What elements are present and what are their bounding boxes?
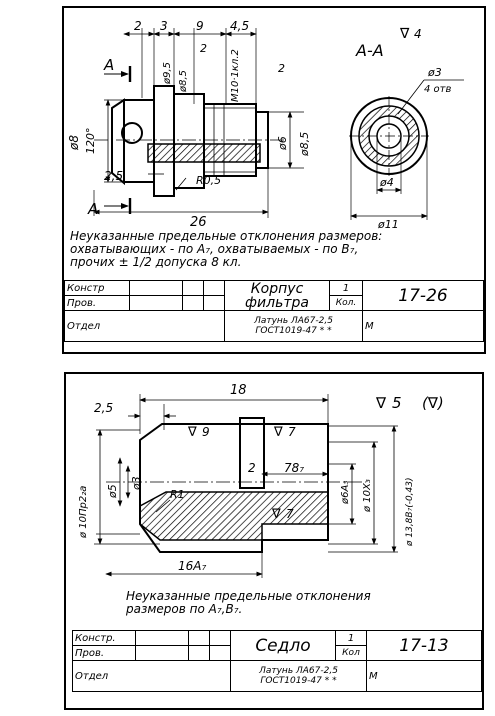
drawing-sheet-seat: 18 2,5 ∇ 9 ∇ 7 ∇ 7 ∇ 5 (∇) ø 10Пр2₂а ø5 … [64, 372, 484, 710]
dim-thread-seat: ø 10Пр2₂а [78, 486, 89, 539]
dim-26: 26 [190, 215, 207, 230]
dim-angle: 120° [84, 128, 97, 155]
note-line-2: охватывающих - по А₇, охватываемых - по … [70, 242, 359, 256]
drawing-filter-body: 2 3 9 4,5 2 2 ø9,5 ø8,5 М10·1кл.2 А А ø8… [67, 19, 464, 231]
dim-holes: 4 отв [424, 84, 451, 95]
section-hatch [147, 143, 261, 163]
dim-rough-7-bottom: 7 [286, 507, 294, 521]
prov-label-seat: Пров. [72, 645, 136, 661]
dim-phi-8-5: ø8,5 [178, 70, 189, 93]
tolerance-note: Неуказанные предельные отклонения размер… [70, 230, 382, 269]
title-block-seat: Констр. Седло 1 17-13 Пров. Кол Отдел Ла… [72, 630, 482, 692]
dim-phi-6a3: ø6А₃ [340, 481, 351, 505]
roughness-main: 5 [392, 394, 402, 412]
dim-phi-5: ø5 [106, 484, 119, 499]
sheet-letter-seat: М [366, 660, 482, 692]
dim-2-top: 2 [134, 19, 142, 33]
tolerance-note-seat: Неуказанные предельные отклонения размер… [126, 590, 371, 616]
roughness-paren: (∇) [422, 394, 444, 412]
dim-phi-3-seat: ø3 [130, 476, 143, 491]
dim-2-b: 2 [278, 62, 285, 75]
roughness-symbol-7-bottom: ∇ [271, 507, 281, 522]
cut-letter-bottom: А [87, 200, 98, 218]
drawing-seat: 18 2,5 ∇ 9 ∇ 7 ∇ 7 ∇ 5 (∇) ø 10Пр2₂а ø5 … [78, 383, 444, 578]
dim-r0-5: R0,5 [196, 174, 221, 187]
section-label: А-А [355, 41, 384, 60]
seat-hatch [139, 491, 329, 541]
dim-9: 9 [196, 19, 204, 33]
drawing-code: 17-26 [362, 280, 484, 311]
dim-18: 18 [230, 383, 247, 398]
dim-4-5: 4,5 [230, 19, 249, 33]
dim-phi-10x3: ø 10Х₃ [362, 479, 373, 513]
dim-78: 78₇ [284, 461, 304, 475]
part-name-line-2: фильтра [245, 294, 309, 311]
part-outline [111, 85, 269, 197]
dim-2-5-seat: 2,5 [94, 401, 113, 415]
drawing-sheet-filter-body: 2 3 9 4,5 2 2 ø9,5 ø8,5 М10·1кл.2 А А ø8… [62, 6, 486, 354]
dim-phi-6: ø6 [276, 136, 289, 151]
otdel-label: Отдел [64, 310, 225, 342]
material-line-1-seat: Латунь ЛА67-2,5 [259, 666, 338, 676]
dim-phi-4: ø4 [379, 176, 394, 189]
part-name-seat: Седло [230, 630, 336, 661]
material-line-2-seat: ГОСТ1019-47 * * [260, 676, 337, 686]
part-name-line-1: Корпус [250, 280, 304, 297]
material-line-1: Латунь ЛА67-2,5 [254, 316, 333, 326]
konstr-label: Констр [64, 280, 130, 296]
dim-phi-8: ø8 [67, 135, 81, 151]
note-line-2-seat: размеров по А₇,В₇. [126, 602, 243, 616]
note-line-1-seat: Неуказанные предельные отклонения [126, 589, 371, 603]
dim-thread: М10·1кл.2 [230, 49, 241, 102]
cut-letter-top: А [103, 56, 114, 74]
roughness-symbol-main: ∇ [375, 394, 387, 412]
dim-phi-11: ø11 [377, 218, 399, 231]
qty-label-seat: Кол [335, 645, 367, 661]
dim-phi-3: ø3 [427, 66, 442, 79]
roughness-symbol-7-top: ∇ [273, 425, 283, 440]
qty-seat: 1 [335, 630, 367, 646]
dim-2-seat: 2 [248, 461, 256, 475]
note-line-3: прочих ± 1/2 допуска 8 кл. [70, 255, 242, 269]
dim-16a7: 16А₇ [178, 559, 206, 573]
dim-2-5: 2,5 [104, 169, 123, 183]
sheet-letter: М [362, 310, 484, 342]
qty: 1 [329, 280, 363, 296]
otdel-label-seat: Отдел [72, 660, 231, 692]
drawing-code-seat: 17-13 [366, 630, 482, 661]
qty-label: Кол. [329, 295, 363, 311]
dim-phi-13-8: ø 13,8В₇(-0,43) [405, 478, 415, 548]
prov-label: Пров. [64, 295, 130, 311]
material-line-2: ГОСТ1019-47 * * [255, 326, 332, 336]
dim-phi-8-5-right: ø8,5 [298, 132, 311, 157]
dim-3: 3 [160, 19, 168, 33]
konstr-label-seat: Констр. [72, 630, 136, 646]
dim-rough-9: 9 [202, 425, 210, 439]
dim-2-a: 2 [200, 42, 207, 55]
roughness-symbol-9: ∇ [187, 425, 197, 440]
dim-r1: R1 [170, 488, 185, 501]
note-line-1: Неуказанные предельные отклонения размер… [70, 229, 383, 243]
section-roughness: 4 [414, 27, 422, 41]
dim-rough-7-top: 7 [288, 425, 296, 439]
roughness-symbol-1: ∇ [399, 26, 410, 42]
dim-phi-9-5: ø9,5 [162, 62, 173, 85]
section-view [349, 79, 464, 220]
